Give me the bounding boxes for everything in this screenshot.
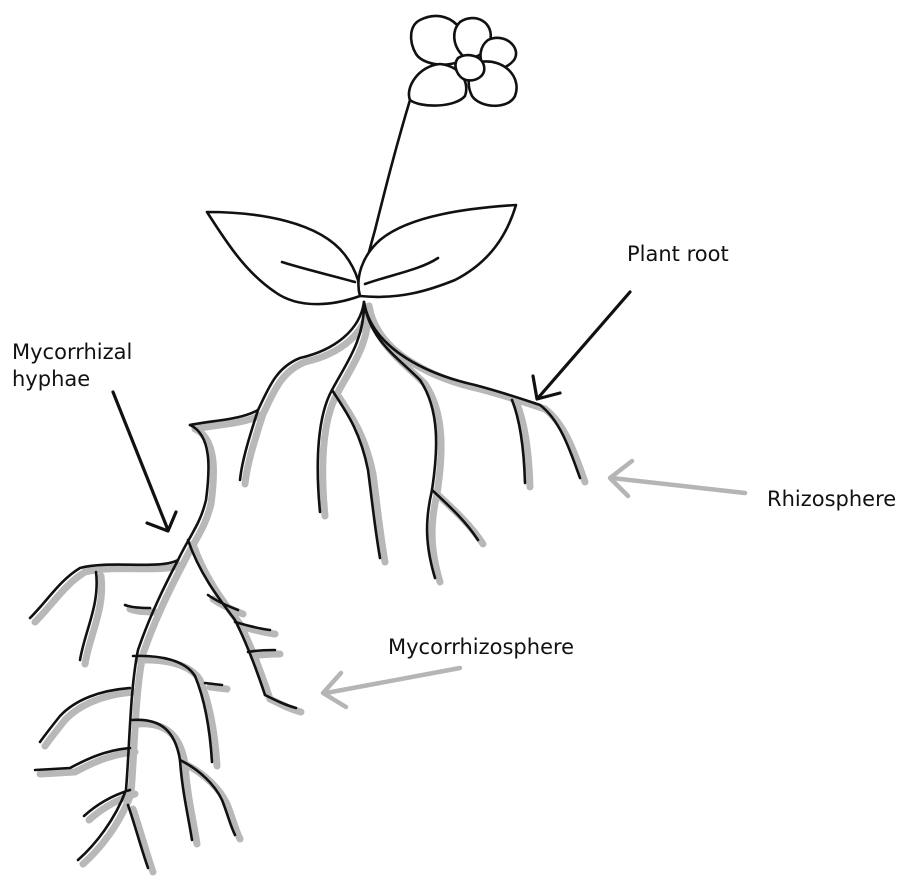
mycorrhizosphere-arrow — [323, 668, 460, 707]
mycorrhizal-hyphae-network — [30, 425, 296, 868]
label-mycorrhizal-hyphae-line1: Mycorrhizal — [12, 340, 132, 364]
flower — [409, 16, 517, 106]
rhizosphere-arrow — [610, 461, 745, 496]
plant-leaves — [207, 205, 516, 304]
plant-root-arrow — [533, 292, 630, 399]
label-plant-root: Plant root — [627, 241, 729, 268]
right-leaf — [358, 205, 516, 297]
label-mycorrhizosphere: Mycorrhizosphere — [388, 634, 574, 661]
label-mycorrhizal-hyphae-line2: hyphae — [12, 367, 90, 391]
label-rhizosphere: Rhizosphere — [767, 486, 896, 513]
left-leaf — [207, 212, 360, 304]
mycorrhizal-hyphae-arrow — [113, 392, 176, 531]
label-mycorrhizal-hyphae: Mycorrhizal hyphae — [12, 339, 132, 393]
